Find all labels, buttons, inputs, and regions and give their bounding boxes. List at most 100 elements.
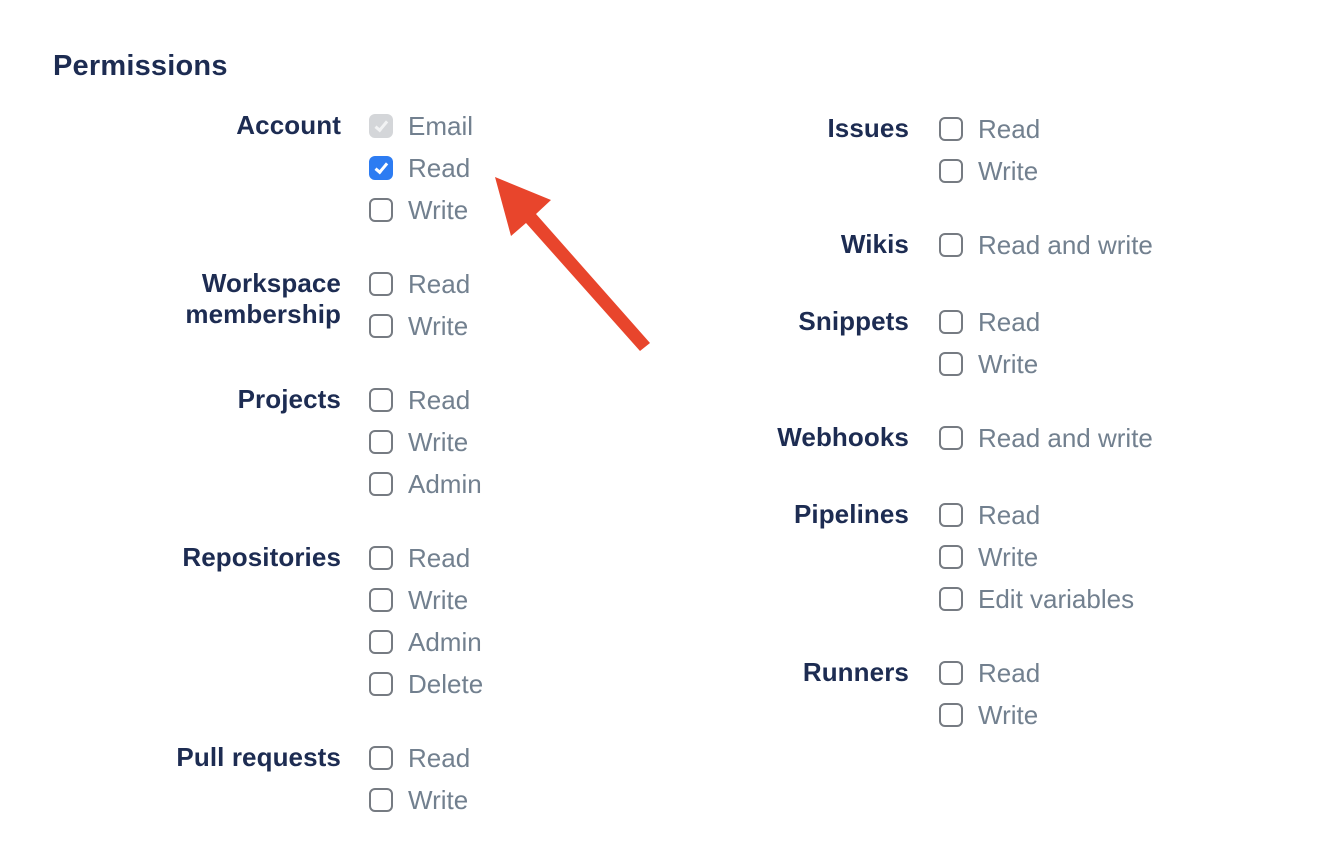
checkbox-projects-read[interactable] [369, 388, 393, 412]
checkbox-account-email [369, 114, 393, 138]
checkbox-repositories-read[interactable] [369, 546, 393, 570]
permission-option-row: Write [939, 349, 1040, 379]
permission-option-row: Write [369, 197, 473, 223]
permission-option-row: Read [939, 500, 1134, 530]
permission-option-row: Write [939, 542, 1134, 572]
permission-option-row: Write [369, 785, 470, 815]
checkbox-workspace-membership-read[interactable] [369, 272, 393, 296]
checkbox-label: Write [978, 542, 1039, 572]
checkbox-account-write[interactable] [369, 198, 393, 222]
page-title: Permissions [53, 50, 228, 82]
permission-option-row: Read [939, 658, 1041, 688]
permission-option-row: Read [369, 543, 483, 573]
checkbox-label: Write [408, 585, 469, 615]
checkbox-label: Write [408, 311, 469, 341]
permission-option-row: Read [939, 307, 1041, 337]
checkbox-label: Read [978, 307, 1041, 337]
permission-group-label: Wikis [840, 229, 909, 259]
checkbox-label: Admin [408, 469, 482, 499]
checkbox-label: Write [408, 785, 469, 815]
red-arrow-annotation [495, 177, 650, 351]
permission-option-row: Edit variables [939, 584, 1135, 614]
permission-group-label: Pipelines [793, 499, 909, 529]
checkbox-pipelines-edit-variables[interactable] [939, 587, 963, 611]
checkbox-runners-read[interactable] [939, 661, 963, 685]
checkbox-repositories-delete[interactable] [369, 672, 393, 696]
checkbox-repositories-write[interactable] [369, 588, 393, 612]
checkbox-label: Read [978, 658, 1041, 688]
permission-group-label: Snippets [798, 306, 909, 336]
permission-option-row: Write [939, 700, 1040, 730]
permission-option-row: Email [369, 111, 474, 141]
permission-option-row: Write [369, 585, 483, 615]
checkbox-issues-write[interactable] [939, 159, 963, 183]
checkbox-issues-read[interactable] [939, 117, 963, 141]
checkbox-pull-requests-read[interactable] [369, 746, 393, 770]
permission-group-wikis: Wikis Read and write [749, 229, 1153, 260]
checkbox-pipelines-write[interactable] [939, 545, 963, 569]
checkbox-snippets-write[interactable] [939, 352, 963, 376]
checkbox-label: Admin [408, 627, 482, 657]
checkbox-label: Email [408, 111, 474, 141]
checkbox-label: Read [408, 269, 471, 299]
permission-group-label: Account [236, 110, 341, 140]
permission-option-row: Read [369, 743, 471, 773]
checkbox-wikis-read-and-write[interactable] [939, 233, 963, 257]
check-icon [374, 159, 388, 174]
permission-group-label: Workspace membership [185, 268, 341, 329]
permission-option-row: Read [939, 114, 1041, 144]
permission-group-label: Repositories [182, 542, 341, 572]
checkbox-label: Read [408, 385, 471, 415]
checkbox-label: Read [408, 743, 471, 773]
check-icon [374, 117, 388, 132]
permission-options: Read and write [939, 232, 1153, 258]
checkbox-label: Read [978, 114, 1041, 144]
checkbox-snippets-read[interactable] [939, 310, 963, 334]
permission-option-row: Admin [369, 469, 482, 499]
checkbox-label: Read [408, 543, 471, 573]
arrow-shape [495, 177, 650, 351]
permission-group-label: Runners [802, 657, 909, 687]
permission-options: Read and write [939, 425, 1153, 451]
checkbox-label: Write [408, 427, 469, 457]
checkbox-label: Write [978, 156, 1039, 186]
permission-group-label: Webhooks [777, 422, 909, 452]
permission-option-row: Delete [369, 669, 484, 699]
permission-option-row: Read [369, 153, 473, 183]
checkbox-projects-admin[interactable] [369, 472, 393, 496]
checkbox-webhooks-read-and-write[interactable] [939, 426, 963, 450]
checkbox-label: Write [978, 349, 1039, 379]
permission-option-row: Admin [369, 627, 483, 657]
checkbox-projects-write[interactable] [369, 430, 393, 454]
checkbox-workspace-membership-write[interactable] [369, 314, 393, 338]
permission-group-webhooks: Webhooks Read and write [749, 422, 1153, 453]
checkbox-runners-write[interactable] [939, 703, 963, 727]
checkbox-label: Write [978, 700, 1039, 730]
checkbox-pipelines-read[interactable] [939, 503, 963, 527]
permission-option-row: Read [369, 385, 482, 415]
checkbox-label: Read [408, 153, 471, 183]
checkbox-label: Edit variables [978, 584, 1135, 614]
checkbox-repositories-admin[interactable] [369, 630, 393, 654]
permission-group-label: Issues [827, 113, 909, 143]
checkbox-label: Delete [408, 669, 484, 699]
permission-group-label: Projects [237, 384, 341, 414]
checkbox-label: Read [978, 500, 1041, 530]
checkbox-account-read[interactable] [369, 156, 393, 180]
checkbox-pull-requests-write[interactable] [369, 788, 393, 812]
